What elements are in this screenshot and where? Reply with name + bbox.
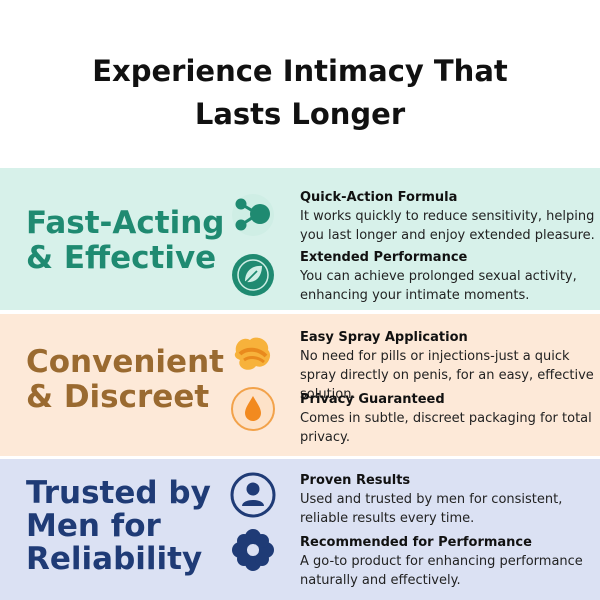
- feature-easy-spray: Easy Spray Application No need for pills…: [300, 328, 600, 404]
- feature-privacy: Privacy Guaranteed Comes in subtle, disc…: [300, 390, 600, 447]
- heading-line: Men for: [26, 508, 161, 544]
- heading-line: Trusted by: [26, 475, 211, 511]
- heading-line: Convenient: [26, 344, 224, 380]
- section-heading: Convenient & Discreet: [26, 345, 226, 415]
- section-trusted: Trusted by Men for Reliability Proven Re…: [0, 459, 600, 600]
- feature-title: Recommended for Performance: [300, 535, 532, 550]
- feature-description: Used and trusted by men for consistent, …: [300, 492, 563, 526]
- feature-title: Easy Spray Application: [300, 330, 468, 345]
- section-heading: Fast-Acting & Effective: [26, 206, 226, 276]
- feature-description: No need for pills or injections-just a q…: [300, 349, 594, 402]
- spray-icon: [230, 330, 276, 376]
- feature-description: Comes in subtle, discreet packaging for …: [300, 411, 592, 445]
- leaf-icon: [230, 252, 276, 298]
- feature-proven-results: Proven Results Used and trusted by men f…: [300, 471, 600, 528]
- heading-line: Reliability: [26, 541, 203, 577]
- flower-icon: [230, 527, 276, 573]
- droplet-icon: [230, 386, 276, 432]
- heading-line: Fast-Acting: [26, 205, 225, 241]
- feature-description: You can achieve prolonged sexual activit…: [300, 269, 577, 303]
- user-icon: [230, 472, 276, 518]
- feature-title: Extended Performance: [300, 250, 468, 265]
- section-convenient: Convenient & Discreet Easy Spray Applica…: [0, 314, 600, 456]
- molecule-icon: [230, 192, 276, 238]
- feature-title: Quick-Action Formula: [300, 190, 458, 205]
- feature-recommended: Recommended for Performance A go-to prod…: [300, 533, 600, 590]
- section-fast-acting: Fast-Acting & Effective Quick-Action For…: [0, 168, 600, 310]
- section-heading: Trusted by Men for Reliability: [26, 477, 226, 576]
- feature-extended-performance: Extended Performance You can achieve pro…: [300, 248, 600, 305]
- feature-description: It works quickly to reduce sensitivity, …: [300, 209, 595, 243]
- feature-quick-action: Quick-Action Formula It works quickly to…: [300, 188, 600, 245]
- heading-line: & Effective: [26, 240, 217, 276]
- feature-description: A go-to product for enhancing performanc…: [300, 554, 583, 588]
- heading-line: & Discreet: [26, 379, 210, 415]
- title-line-2: Lasts Longer: [194, 97, 406, 131]
- feature-title: Proven Results: [300, 473, 411, 488]
- page-title: Experience Intimacy That Lasts Longer: [0, 50, 600, 136]
- title-line-1: Experience Intimacy That: [92, 54, 508, 88]
- feature-title: Privacy Guaranteed: [300, 392, 445, 407]
